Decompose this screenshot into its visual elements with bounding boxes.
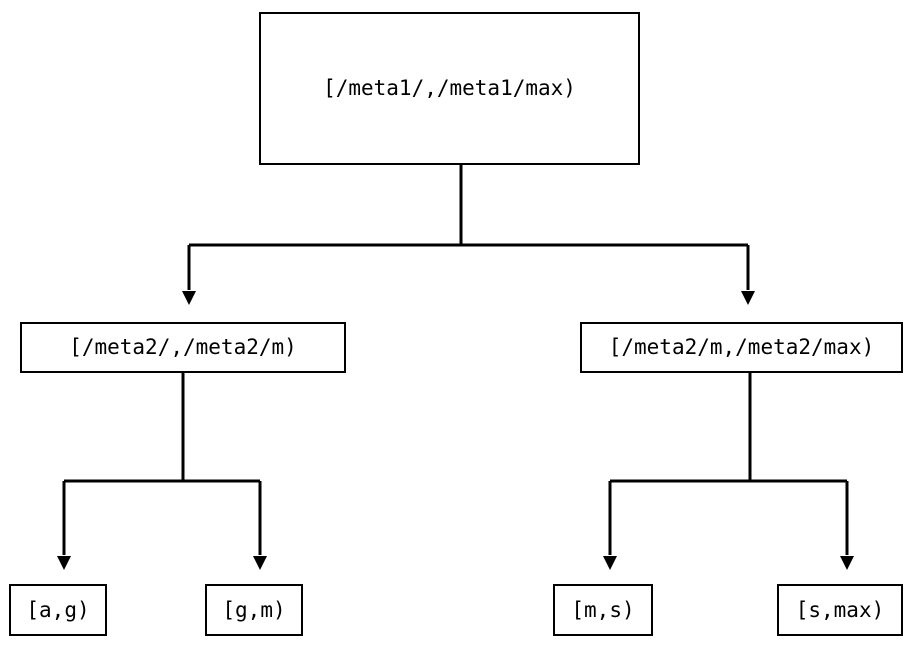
arrowhead-to-leaf-ag — [57, 556, 71, 570]
node-meta2-left[interactable]: [/meta2/,/meta2/m) — [20, 322, 346, 373]
arrowhead-to-leaf-gm — [253, 556, 267, 570]
node-leaf-gm[interactable]: [g,m) — [205, 584, 303, 636]
arrowhead-to-leaf-ms — [603, 556, 617, 570]
node-leaf-smax[interactable]: [s,max) — [777, 584, 903, 636]
node-leaf-ms[interactable]: [m,s) — [553, 584, 653, 636]
node-leaf-ag[interactable]: [a,g) — [9, 584, 107, 636]
node-meta2-right[interactable]: [/meta2/m,/meta2/max) — [580, 322, 903, 373]
arrowhead-to-leaf-smax — [840, 556, 854, 570]
arrowhead-to-meta2-right — [741, 291, 755, 305]
arrowhead-to-meta2-left — [182, 291, 196, 305]
node-root[interactable]: [/meta1/,/meta1/max) — [259, 12, 640, 165]
